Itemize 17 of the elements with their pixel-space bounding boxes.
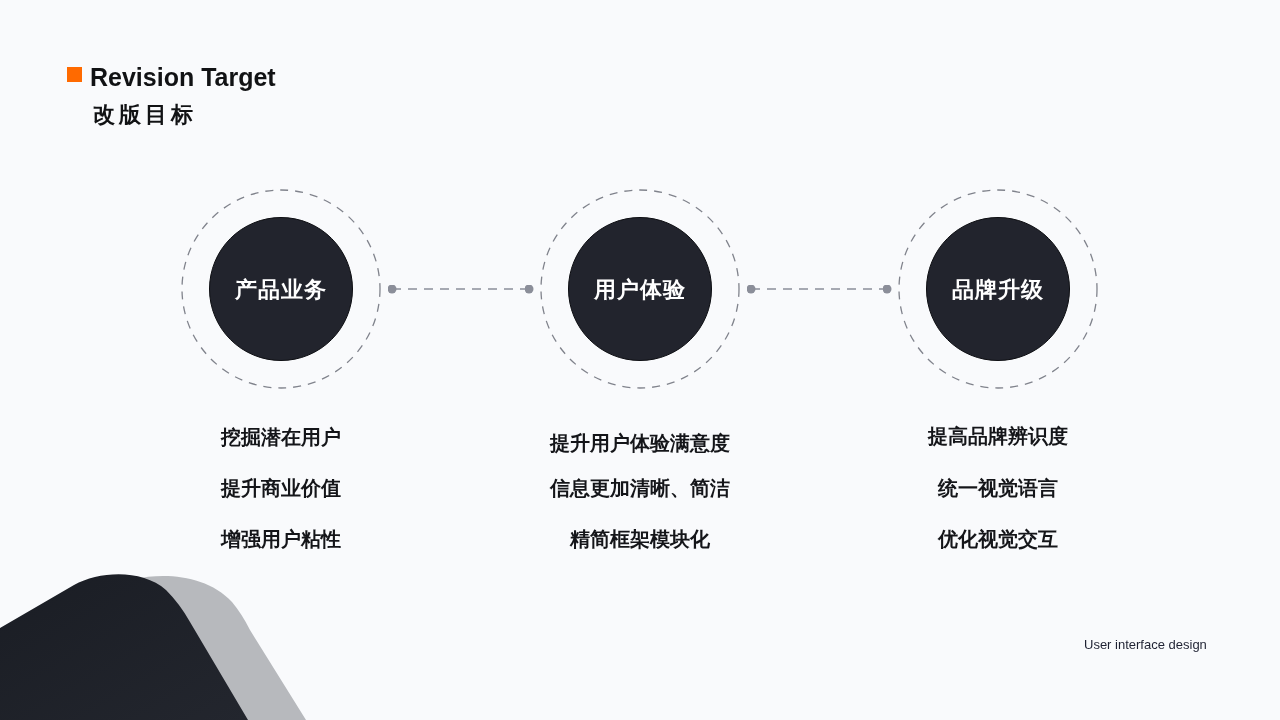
goal-text: 提升用户体验满意度 — [548, 431, 731, 455]
dashed-ring — [898, 189, 1098, 389]
dashed-ring — [540, 189, 740, 389]
goal-text: 统一视觉语言 — [936, 476, 1059, 500]
goal-text: 提高品牌辨识度 — [926, 424, 1069, 448]
footer-text: User interface design — [1084, 636, 1207, 654]
dashed-connector — [387, 284, 534, 294]
subtitle-text: 改版目标 — [93, 101, 197, 129]
goal-text: 挖掘潜在用户 — [219, 425, 342, 449]
dashed-connector — [746, 284, 892, 294]
goal-text: 提升商业价值 — [219, 476, 342, 500]
title-text: Revision Target — [90, 62, 276, 93]
goal-text: 增强用户粘性 — [219, 527, 342, 551]
goal-text: 精简框架模块化 — [568, 527, 711, 551]
goal-text: 信息更加清晰、简洁 — [549, 476, 731, 500]
dashed-ring — [181, 189, 381, 389]
goal-text: 优化视觉交互 — [937, 527, 1059, 551]
